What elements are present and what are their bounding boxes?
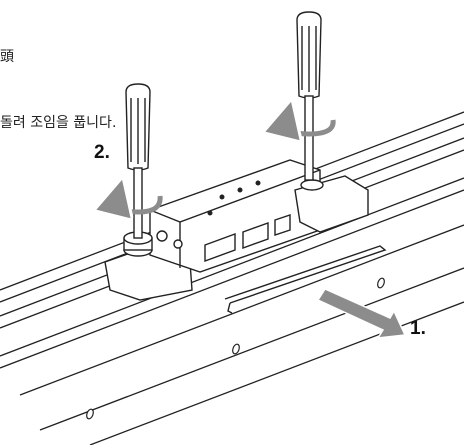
screwdriver-icon xyxy=(296,11,322,181)
pull-arrow-icon xyxy=(316,288,407,339)
screwdriver-icon xyxy=(125,83,151,239)
rail-assembly xyxy=(0,111,464,445)
step-1-label: 1. xyxy=(410,318,426,339)
step-2-label: 2. xyxy=(94,142,110,163)
pull-rod xyxy=(224,245,387,314)
clamp-carriage xyxy=(104,159,369,301)
rotate-arrow-icon xyxy=(117,118,336,212)
instruction-caption: 頭 돌려 조임을 풉니다. xyxy=(0,2,116,156)
rail-holes xyxy=(86,277,385,420)
caption-line-2: 돌려 조임을 풉니다. xyxy=(0,115,117,131)
caption-line-1: 頭 xyxy=(0,49,14,65)
